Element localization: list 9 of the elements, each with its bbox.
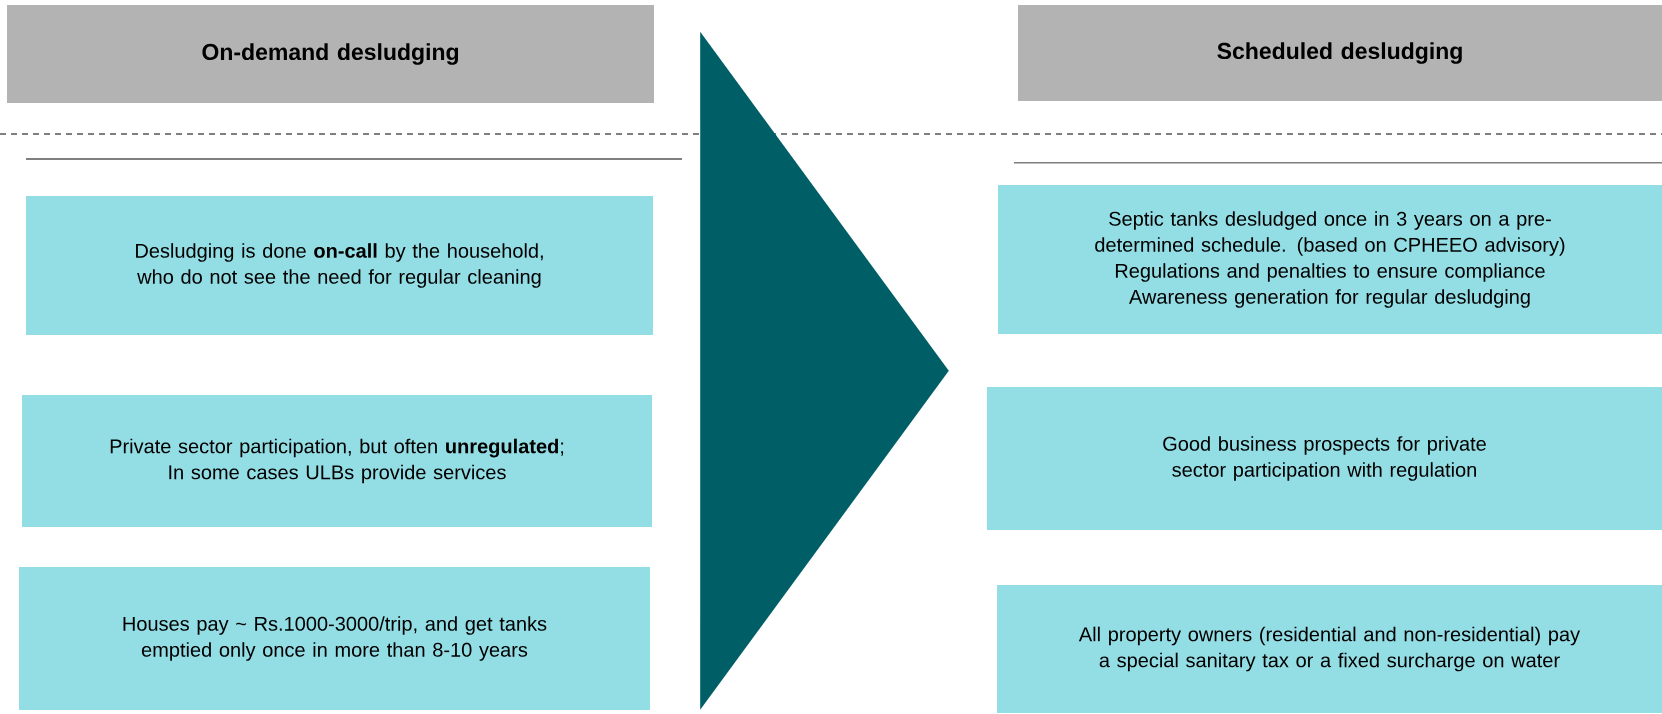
text-box: Good business prospects for private sector participation with regulation [987, 387, 1662, 530]
text-box: All property owners (residential and non-residential) pay a special sanitary tax or a fixed surcharge on water [997, 585, 1662, 713]
text-box: Septic tanks desludged once in 3 years on a pre-determined schedule. (based on CPHEEO advisory) Regulations and penalties to ensure compliance Awareness generation for regular desludging [998, 185, 1662, 334]
text-box: Private sector participation, but often unregulated; In some cases ULBs provide services [22, 395, 652, 527]
header-box: On-demand desludging [7, 5, 654, 103]
chevron-arrow [700, 31, 949, 710]
text-box: Houses pay ~ Rs.1000-3000/trip, and get tanks emptied only once in more than 8-10 years [19, 567, 650, 710]
text-box: Desludging is done on-call by the household, who do not see the need for regular cleaning [26, 196, 653, 335]
header-box: Scheduled desludging [1018, 5, 1662, 101]
